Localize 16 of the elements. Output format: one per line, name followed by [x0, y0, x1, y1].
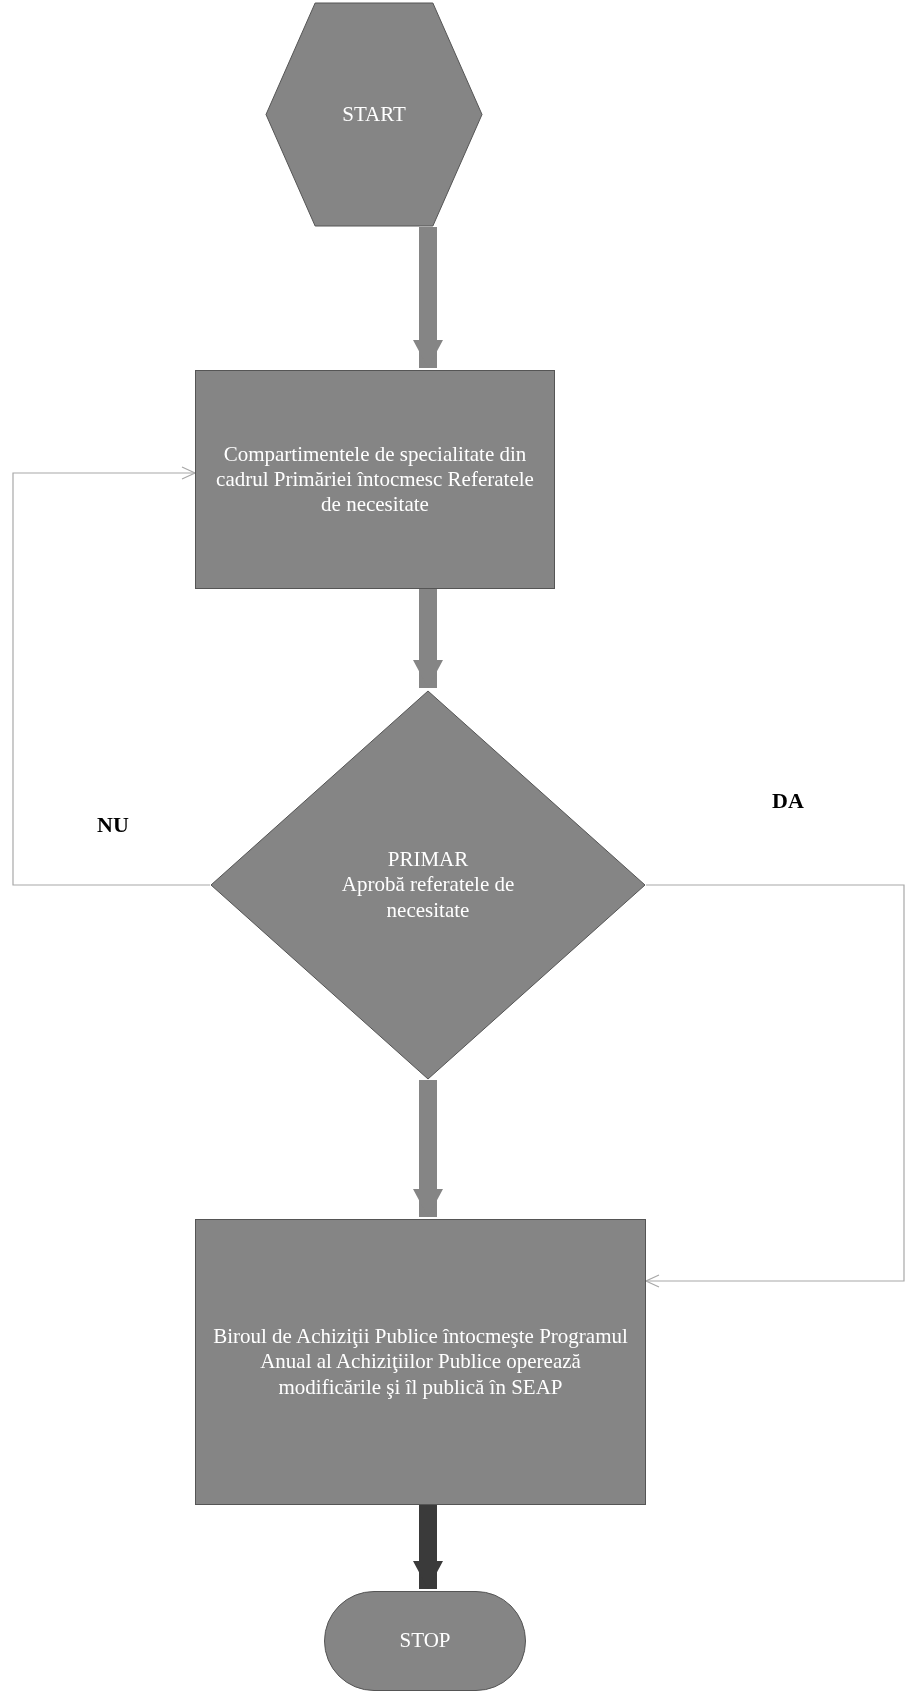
node-text: Aprobă referatele de necesitate: [340, 872, 516, 923]
process-box: [195, 370, 555, 589]
process-box: [195, 1219, 646, 1505]
decision-diamond: [210, 690, 646, 1080]
connector-arrow: [645, 884, 905, 1288]
connector-arrow: [12, 466, 211, 886]
start-hexagon: [265, 2, 483, 227]
block-arrow: [413, 1505, 443, 1589]
block-arrow: [413, 1080, 443, 1217]
node-heading: PRIMAR: [387, 847, 469, 873]
node-text: Biroul de Achiziţii Publice întocmeşte Programul Anual al Achiziţiilor Publice operează modificările şi îl publică în SEAP: [212, 1324, 629, 1400]
node-text: START: [342, 101, 406, 128]
node-text: STOP: [399, 1628, 451, 1654]
block-arrow: [413, 227, 443, 368]
node-text: Compartimentele de specialitate din cadrul Primăriei întocmesc Referatele de necesitate: [215, 441, 535, 518]
block-arrow: [413, 589, 443, 688]
